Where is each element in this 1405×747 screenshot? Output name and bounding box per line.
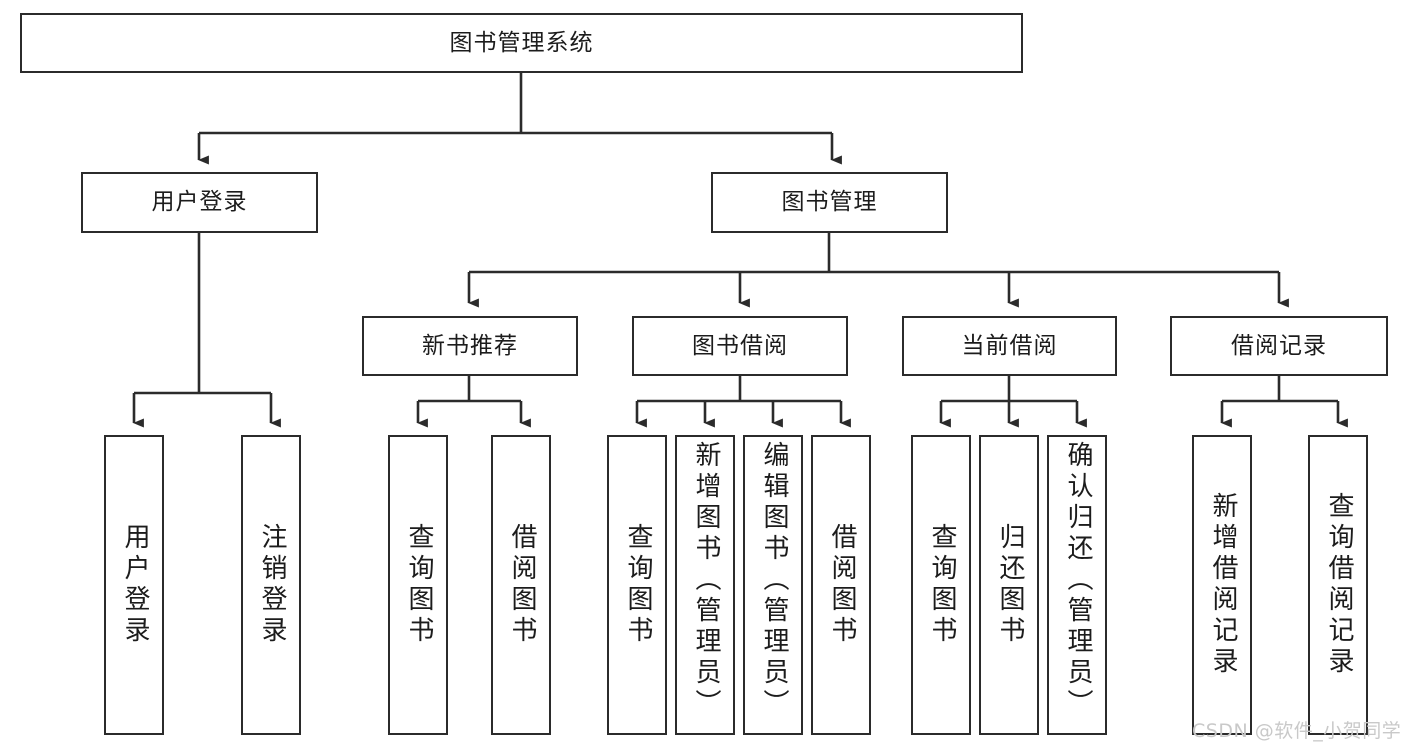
node-leaf-query-book-3[interactable]: 查询图书 — [911, 435, 971, 735]
node-leaf-borrow-book-2-label: 借阅图书 — [826, 523, 857, 647]
node-leaf-confirm-return-label: 确认归还（管理员） — [1062, 441, 1093, 720]
node-borrow-record[interactable]: 借阅记录 — [1170, 316, 1388, 376]
connector-currentborrow-to-leaves — [939, 376, 1087, 428]
node-leaf-return-book[interactable]: 归还图书 — [979, 435, 1039, 735]
connector-borrowrecord-to-leaves — [1220, 376, 1348, 428]
node-leaf-add-record[interactable]: 新增借阅记录 — [1192, 435, 1252, 735]
node-leaf-logout-login[interactable]: 注销登录 — [241, 435, 301, 735]
node-new-book-recommend[interactable]: 新书推荐 — [362, 316, 578, 376]
node-leaf-borrow-book-1-label: 借阅图书 — [506, 523, 537, 647]
connector-bookborrow-to-leaves — [635, 376, 851, 428]
node-leaf-query-book-1[interactable]: 查询图书 — [388, 435, 448, 735]
node-leaf-query-record[interactable]: 查询借阅记录 — [1308, 435, 1368, 735]
connector-userlogin-to-leaves — [132, 233, 281, 428]
node-leaf-query-book-2[interactable]: 查询图书 — [607, 435, 667, 735]
node-user-login[interactable]: 用户登录 — [81, 172, 318, 233]
node-current-borrow-label: 当前借阅 — [961, 332, 1058, 359]
node-book-manage[interactable]: 图书管理 — [711, 172, 948, 233]
node-borrow-record-label: 借阅记录 — [1231, 332, 1327, 359]
node-leaf-logout-login-label: 注销登录 — [256, 523, 287, 647]
connector-newbook-to-leaves — [416, 376, 531, 428]
node-leaf-borrow-book-1[interactable]: 借阅图书 — [491, 435, 551, 735]
node-new-book-recommend-label: 新书推荐 — [422, 332, 518, 359]
node-leaf-add-book[interactable]: 新增图书（管理员） — [675, 435, 735, 735]
node-leaf-user-login[interactable]: 用户登录 — [104, 435, 164, 735]
node-root-label: 图书管理系统 — [449, 29, 594, 56]
node-user-login-label: 用户登录 — [151, 189, 248, 215]
node-leaf-query-book-3-label: 查询图书 — [926, 523, 957, 647]
node-leaf-query-book-2-label: 查询图书 — [622, 523, 653, 647]
node-leaf-edit-book[interactable]: 编辑图书（管理员） — [743, 435, 803, 735]
node-leaf-query-book-1-label: 查询图书 — [403, 523, 434, 647]
node-leaf-user-login-label: 用户登录 — [119, 523, 150, 647]
node-current-borrow[interactable]: 当前借阅 — [902, 316, 1117, 376]
node-book-borrow[interactable]: 图书借阅 — [632, 316, 848, 376]
node-book-borrow-label: 图书借阅 — [692, 332, 788, 359]
connector-bookmanage-to-level3 — [467, 233, 1289, 308]
node-leaf-add-record-label: 新增借阅记录 — [1207, 492, 1238, 678]
connector-root-to-level2 — [197, 73, 842, 165]
node-leaf-add-book-label: 新增图书（管理员） — [690, 441, 721, 720]
node-leaf-return-book-label: 归还图书 — [994, 523, 1025, 647]
node-book-manage-label: 图书管理 — [781, 189, 878, 215]
node-leaf-borrow-book-2[interactable]: 借阅图书 — [811, 435, 871, 735]
node-root[interactable]: 图书管理系统 — [20, 13, 1023, 73]
node-leaf-confirm-return[interactable]: 确认归还（管理员） — [1047, 435, 1107, 735]
node-leaf-edit-book-label: 编辑图书（管理员） — [758, 441, 789, 720]
node-leaf-query-record-label: 查询借阅记录 — [1323, 492, 1354, 678]
